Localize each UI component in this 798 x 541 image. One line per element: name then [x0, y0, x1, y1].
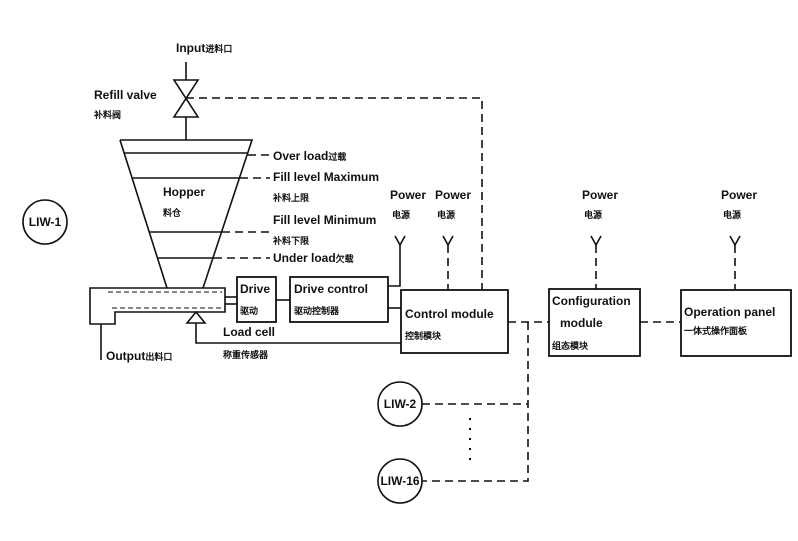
operation-panel-label: Operation panel	[684, 305, 775, 319]
operation-panel-box	[680, 289, 792, 357]
liw-1-circle	[22, 199, 68, 245]
screw-feeder	[89, 287, 237, 325]
load-cell-line	[195, 323, 401, 344]
fill-min-label: Fill level Minimum	[273, 213, 376, 227]
over-load-label: Over load过载	[273, 149, 346, 163]
liw-1-label: LIW-1	[29, 215, 62, 229]
refill-valve-icon	[172, 79, 200, 118]
svg-text:电源: 电源	[392, 209, 410, 220]
operation-panel-label-zh: 一体式操作面板	[684, 325, 748, 336]
drive-control-box	[289, 276, 389, 323]
drive-control-label: Drive control	[294, 282, 368, 296]
hopper	[119, 139, 254, 289]
power-antenna-icon	[729, 235, 741, 247]
fill-max-label-zh: 补料上限	[272, 192, 310, 203]
drive-label-zh: 驱动	[240, 306, 258, 316]
configuration-module-label: Configuration	[552, 294, 631, 308]
configuration-module-box	[548, 288, 641, 357]
drive-control-power-line	[388, 245, 401, 287]
svg-text:Power: Power	[721, 188, 757, 202]
drive-box	[236, 276, 277, 323]
drive-control-label-zh: 驱动控制器	[294, 305, 340, 316]
svg-text:电源: 电源	[437, 209, 455, 220]
valve-signal-line	[186, 97, 483, 290]
power-4: Power 电源	[721, 188, 757, 290]
svg-text:Power: Power	[390, 188, 426, 202]
power-antenna-icon	[590, 235, 602, 247]
svg-text:Power: Power	[435, 188, 471, 202]
liw-2-label: LIW-2	[384, 397, 417, 411]
power-1: Power 电源	[390, 188, 426, 247]
under-load-label: Under load欠载	[273, 251, 354, 265]
load-cell-label-zh: 称重传感器	[223, 349, 269, 360]
power-2: Power 电源	[435, 188, 471, 290]
control-module-label: Control module	[405, 307, 494, 321]
fill-max-label: Fill level Maximum	[273, 170, 379, 184]
hopper-label-zh: 料仓	[163, 207, 182, 218]
control-module-box	[400, 289, 509, 354]
power-3: Power 电源	[582, 188, 618, 289]
configuration-module-label-2: module	[560, 316, 603, 330]
load-cell-icon	[185, 310, 207, 324]
refill-valve-label: Refill valve	[94, 88, 157, 102]
liw-16-label: LIW-16	[380, 474, 419, 488]
svg-text:电源: 电源	[723, 209, 741, 220]
power-antenna-icon	[442, 235, 454, 247]
hopper-label: Hopper	[163, 185, 205, 199]
power-antenna-icon	[394, 235, 406, 247]
svg-text:Power: Power	[582, 188, 618, 202]
svg-text:电源: 电源	[584, 209, 602, 220]
input-label: Input进料口	[176, 41, 232, 55]
liw-16-circle	[377, 458, 423, 504]
configuration-module-label-zh: 组态模块	[552, 340, 589, 351]
fill-min-label-zh: 补料下限	[272, 235, 310, 246]
drive-label: Drive	[240, 282, 270, 296]
control-module-label-zh: 控制模块	[405, 330, 442, 341]
output-label: Output出料口	[106, 349, 172, 363]
bus-branch-liw16	[422, 322, 529, 482]
liw-2-circle	[377, 381, 423, 427]
refill-valve-label-zh: 补料阀	[93, 109, 121, 120]
load-cell-label: Load cell	[223, 325, 275, 339]
